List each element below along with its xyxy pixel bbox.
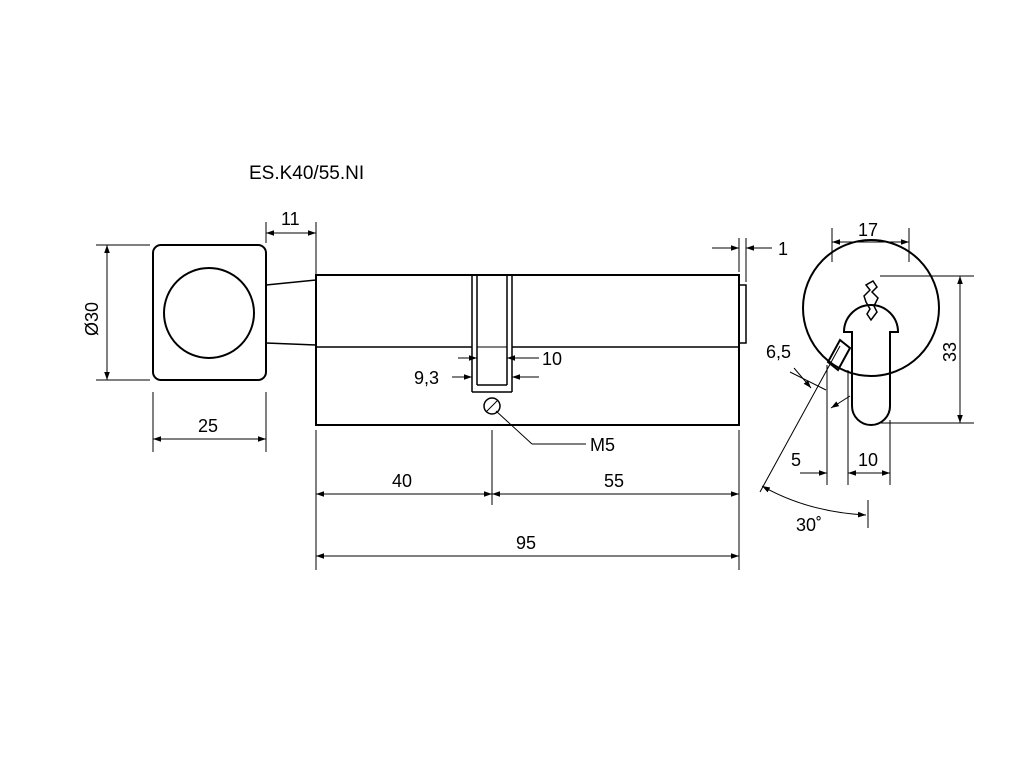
dim-profile-bottom-width: 10 <box>858 450 878 470</box>
dim-cam-thickness: 6,5 <box>766 342 791 362</box>
dim-left-length: 40 <box>392 471 412 491</box>
dim-knob-diameter: Ø30 <box>82 302 102 336</box>
knob <box>152 244 317 381</box>
knob-body <box>152 244 267 381</box>
dimensions: 11 Ø30 25 10 9,3 M5 40 55 95 <box>82 209 974 570</box>
dim-screw-hole: M5 <box>590 435 615 455</box>
screw-hole <box>483 397 501 415</box>
drawing-title: ES.K40/55.NI <box>249 163 364 184</box>
keyway-profile <box>842 304 900 426</box>
dim-end-gap: 1 <box>778 239 788 259</box>
dim-profile-width: 17 <box>858 220 878 240</box>
dim-knob-depth: 11 <box>281 209 300 229</box>
dim-cam-offset-top: 10 <box>542 349 562 369</box>
dim-cam-angle: 30˚ <box>796 515 822 535</box>
rosette-circle <box>802 239 940 377</box>
dim-profile-height: 33 <box>940 342 960 362</box>
knob-circle <box>163 267 255 359</box>
cylinder-outline <box>315 274 740 426</box>
profile-view <box>802 239 940 426</box>
dim-knob-width: 25 <box>198 416 218 436</box>
cam <box>826 338 852 372</box>
dim-total-length: 95 <box>516 533 536 553</box>
cylinder-body <box>315 274 747 426</box>
dim-cam-offset-bottom: 9,3 <box>414 368 439 388</box>
dim-right-length: 55 <box>604 471 624 491</box>
dim-profile-offset: 5 <box>791 450 801 470</box>
